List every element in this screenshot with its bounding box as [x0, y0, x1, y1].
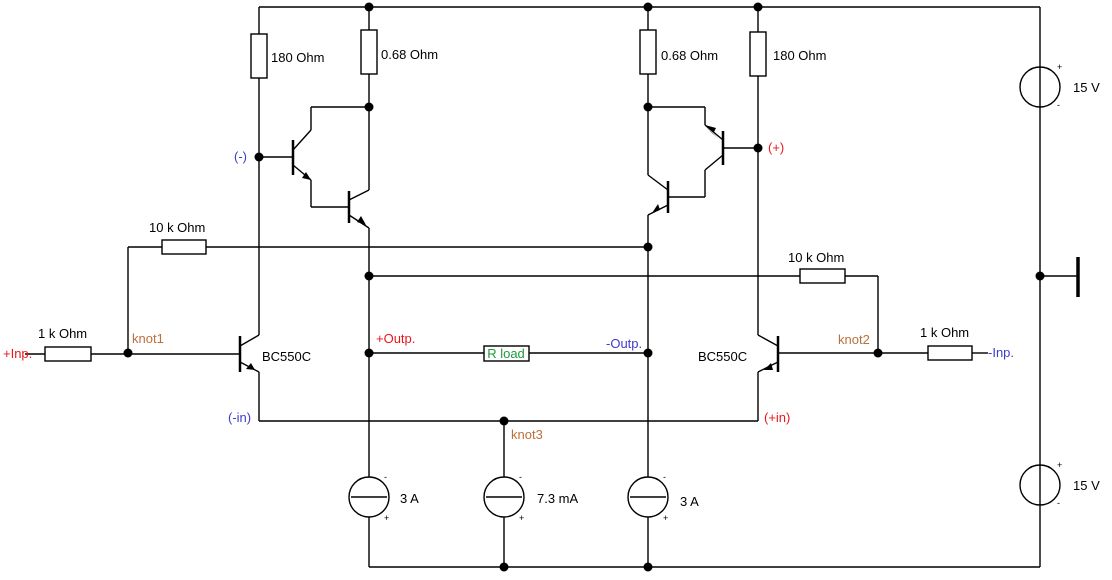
resistor-10k-right-label: 10 k Ohm	[788, 250, 844, 265]
voltage-source-bottom-label: 15 V	[1073, 478, 1100, 493]
voltage-source-bottom-minus: -	[1057, 498, 1060, 508]
node-label-minus: (-)	[234, 149, 247, 164]
transistor-bc550c-left-label: BC550C	[262, 349, 311, 364]
transistor-bc550c-right: BC550C	[698, 334, 780, 373]
node-label-in-plus: (+in)	[764, 410, 790, 425]
current-source-left-plus: +	[384, 513, 389, 523]
resistor-180-left-label: 180 Ohm	[271, 50, 324, 65]
current-source-mid-plus: +	[519, 513, 524, 523]
current-source-mid-label: 7.3 mA	[537, 491, 579, 506]
resistor-10k-right: 10 k Ohm	[788, 250, 846, 284]
current-source-right: - + 3 A	[627, 472, 699, 523]
node-label-knot3: knot3	[511, 427, 543, 442]
current-source-right-plus: +	[663, 513, 668, 523]
current-source-mid: - + 7.3 mA	[483, 472, 579, 523]
current-source-left-minus: -	[384, 472, 387, 482]
wires	[25, 6, 1080, 568]
node-label-knot1: knot1	[132, 331, 164, 346]
node-label-outp-plus: +Outp.	[376, 331, 415, 346]
node-label-knot2: knot2	[838, 332, 870, 347]
junction-dots	[123, 2, 1045, 572]
node-label-inp-minus: -Inp.	[988, 345, 1014, 360]
node-label-outp-minus: -Outp.	[606, 336, 642, 351]
node-label-in-minus: (-in)	[228, 410, 251, 425]
resistor-load-label: R load	[487, 346, 525, 361]
node-label-plus: (+)	[768, 140, 784, 155]
transistor-left-output	[347, 189, 370, 229]
voltage-source-bottom-plus: +	[1057, 460, 1062, 470]
transistor-left-driver	[291, 129, 312, 181]
current-source-left-label: 3 A	[400, 491, 419, 506]
resistor-1k-right-label: 1 k Ohm	[920, 325, 969, 340]
current-source-mid-minus: -	[519, 472, 522, 482]
resistor-1k-left-label: 1 k Ohm	[38, 326, 87, 341]
transistor-bc550c-right-label: BC550C	[698, 349, 747, 364]
current-source-left: - + 3 A	[348, 472, 419, 523]
resistor-10k-left-label: 10 k Ohm	[149, 220, 205, 235]
resistor-068-right-label: 0.68 Ohm	[661, 48, 718, 63]
resistor-068-right: 0.68 Ohm	[639, 29, 718, 75]
transistor-bc550c-left: BC550C	[238, 334, 311, 373]
voltage-source-top-label: 15 V	[1073, 80, 1100, 95]
current-source-right-minus: -	[663, 472, 666, 482]
resistor-068-left: 0.68 Ohm	[360, 29, 438, 75]
node-label-inp-plus: +Inp.	[3, 346, 32, 361]
resistor-1k-right: 1 k Ohm	[920, 325, 973, 361]
resistor-068-left-label: 0.68 Ohm	[381, 47, 438, 62]
voltage-source-top-minus: -	[1057, 100, 1060, 110]
resistor-10k-left: 10 k Ohm	[149, 220, 207, 255]
voltage-source-bottom: + - 15 V	[1019, 460, 1100, 508]
transistor-right-output	[647, 174, 670, 216]
resistor-180-right-label: 180 Ohm	[773, 48, 826, 63]
voltage-source-top-plus: +	[1057, 62, 1062, 72]
resistor-load: R load	[483, 345, 530, 362]
current-source-right-label: 3 A	[680, 494, 699, 509]
resistor-180-left: 180 Ohm	[250, 33, 324, 79]
transistor-right-driver	[704, 124, 725, 171]
resistor-1k-left: 1 k Ohm	[38, 326, 92, 362]
resistor-180-right: 180 Ohm	[749, 31, 826, 77]
voltage-source-top: + - 15 V	[1019, 62, 1100, 110]
